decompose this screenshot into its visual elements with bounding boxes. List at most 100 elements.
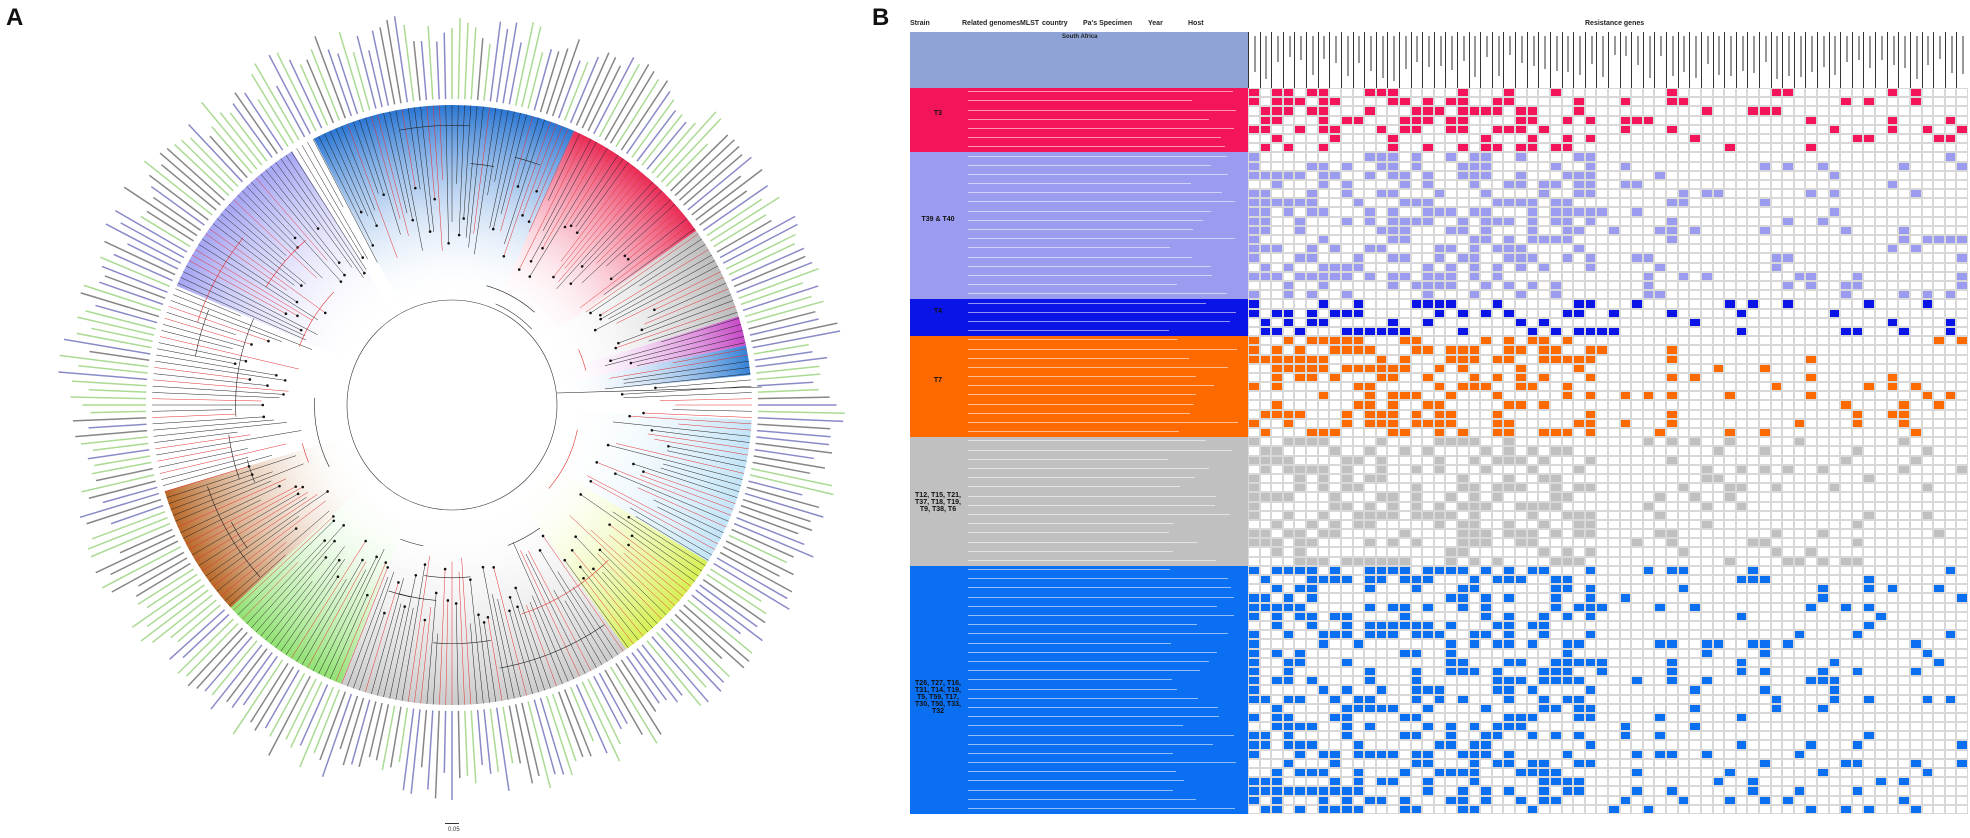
heatmap-cell [1666,235,1678,245]
phylogenetic-tree [58,16,845,800]
heatmap-cell [1549,372,1562,383]
heatmap-cell [1909,501,1922,511]
heatmap-cell [1898,152,1910,162]
heatmap-cell [1875,556,1887,566]
heatmap-cell [1317,216,1330,226]
heatmap-cell [1468,372,1481,383]
heatmap-cell [1329,170,1341,180]
tree-node [629,361,633,365]
heatmap-cell [1503,611,1516,621]
heatmap-cell [1573,630,1585,640]
country-banner-label: South Africa [1062,34,1098,40]
heatmap-cell [1712,299,1725,309]
gene-header-cell [1364,32,1376,88]
tree-branch [630,507,712,556]
heatmap-cell [1642,382,1655,392]
heatmap-cell [1410,308,1423,318]
heatmap-cell [1294,400,1307,410]
heatmap-cell [1863,575,1876,585]
tree-branch [439,105,443,180]
heatmap-cell [1724,88,1736,98]
heatmap-cell [1294,584,1307,594]
heatmap-cell [1700,492,1713,502]
gene-header-cell [1248,32,1260,88]
heatmap-cell [1944,235,1957,245]
heatmap-cell [1944,575,1957,585]
heatmap-cell [1503,391,1516,401]
heatmap-cell [1515,428,1527,438]
tip-label-mark [244,92,284,151]
tree-node [384,561,388,564]
heatmap-cell [1248,271,1260,281]
tree-branch [432,633,438,705]
heatmap-cell [1677,593,1690,603]
tree-branch [158,342,246,362]
heatmap-cell [1654,455,1667,465]
heatmap-cell [1886,317,1899,327]
heatmap-cell [1282,189,1295,199]
tree-branch [461,557,472,705]
heatmap-cell [1433,106,1446,116]
tree-branch [260,557,327,637]
heatmap-cell [1840,225,1852,236]
heatmap-cell [1898,124,1910,134]
heatmap-cell [1398,391,1411,401]
heatmap-cell [1329,345,1341,355]
heatmap-cell [1724,418,1736,429]
heatmap-cell [1457,437,1469,447]
heatmap-cell [1596,354,1608,364]
tip-label-mark [257,98,289,148]
heatmap-cell [1863,538,1876,548]
heatmap-cell [1724,372,1736,383]
heatmap-cell [1387,317,1399,327]
heatmap-cell [1851,409,1864,419]
heatmap-cell [1875,657,1887,667]
heatmap-cell [1782,529,1794,539]
heatmap-cell [1758,409,1771,419]
heatmap-cell [1329,253,1341,263]
group-block [910,152,1248,300]
heatmap-cell [1677,418,1690,429]
heatmap-cell [1944,216,1957,226]
tree-branch [166,312,236,335]
heatmap-cell [1306,115,1318,125]
heatmap-cell [1491,391,1504,401]
heatmap-cell [1294,676,1307,686]
heatmap-cell [1282,519,1295,530]
heatmap-cell [1909,565,1922,576]
heatmap-cell [1608,225,1620,236]
heatmap-cell [1840,464,1852,474]
heatmap-cell [1608,565,1620,576]
heatmap-cell [1457,253,1469,263]
heatmap-cell [1364,639,1376,649]
tree-branch [224,510,330,602]
heatmap-cell [1422,88,1434,98]
tree-branch [512,542,575,680]
heatmap-cell [1956,492,1968,502]
heatmap-cell [1805,133,1818,144]
heatmap-cell [1642,216,1655,226]
heatmap-cell [1828,529,1841,539]
heatmap-cell [1410,299,1423,309]
heatmap-cell [1491,161,1504,171]
tip-label-mark [636,110,677,162]
heatmap-cell [1700,88,1713,98]
heatmap-cell [1654,501,1667,511]
heatmap-cell [1282,602,1295,612]
heatmap-cell [1271,124,1283,134]
heatmap-cell [1573,271,1585,281]
heatmap-cell [1387,198,1399,208]
heatmap-cell [1677,575,1690,585]
tip-label-mark [483,43,491,101]
heatmap-cell [1805,354,1818,364]
heatmap-cell [1944,492,1957,502]
tip-label-mark [140,589,209,642]
heatmap-cell [1817,565,1829,576]
heatmap-cell [1654,326,1667,337]
heatmap-cell [1398,143,1411,153]
tree-branch [275,560,340,648]
heatmap-cell [1561,363,1574,373]
heatmap-cell [1631,529,1643,539]
heatmap-cell [1387,345,1399,355]
heatmap-cell [1631,666,1643,677]
